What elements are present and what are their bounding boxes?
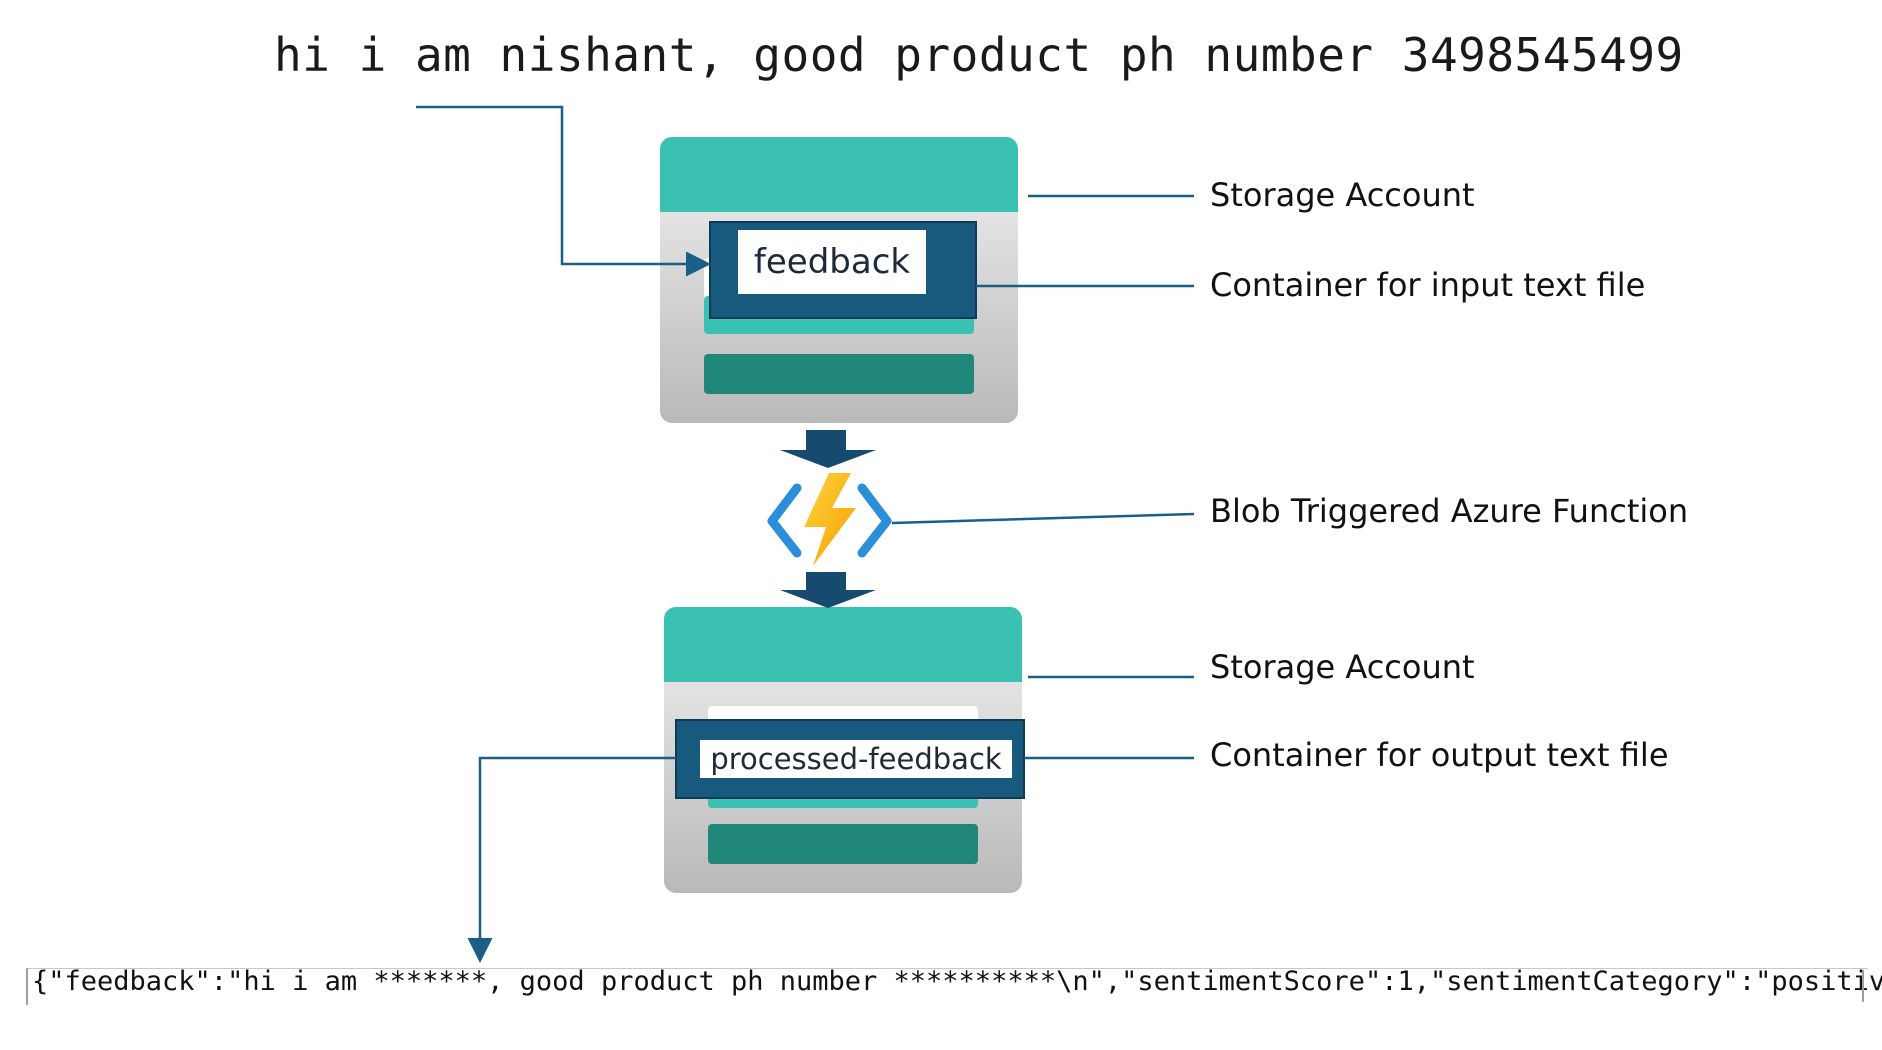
storage-account-top-label: Storage Account	[1210, 176, 1475, 214]
output-line-end	[1848, 970, 1864, 1002]
input-connector	[416, 105, 711, 277]
output-container-name: processed-feedback	[700, 740, 1012, 778]
function-connector	[891, 512, 1195, 525]
azure-function-label: Blob Triggered Azure Function	[1210, 492, 1689, 530]
output-container-label: Container for output text file	[1210, 736, 1669, 774]
storage-account-bottom-label: Storage Account	[1210, 648, 1475, 686]
output-connector	[467, 756, 676, 963]
output-json-text: {"feedback":"hi i am *******, good produ…	[32, 966, 1882, 997]
down-arrow-icon	[780, 572, 876, 608]
input-text: hi i am nishant, good product ph number …	[274, 28, 1684, 82]
azure-function-icon	[767, 473, 892, 566]
output-line-frame	[26, 968, 1868, 1005]
down-arrow-icon	[780, 430, 876, 468]
input-container-label: Container for input text file	[1210, 266, 1646, 304]
input-container-name: feedback	[738, 230, 926, 294]
